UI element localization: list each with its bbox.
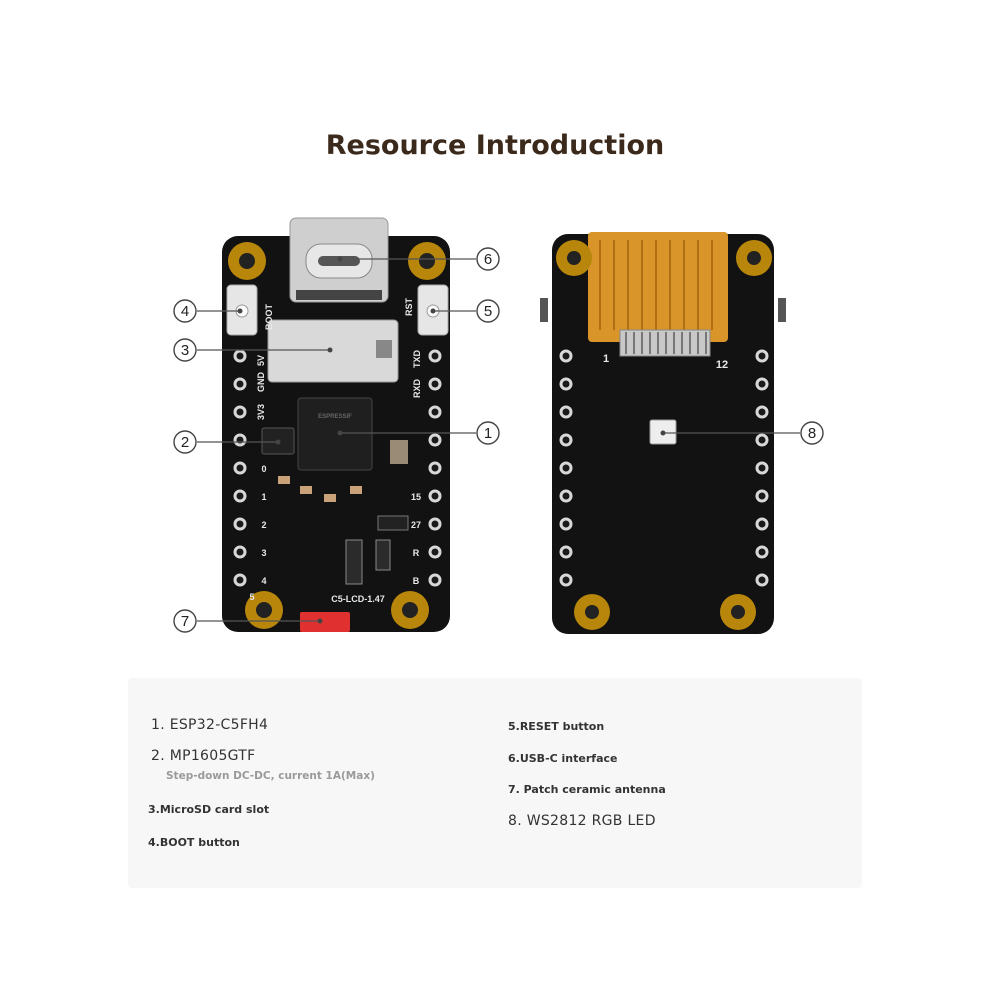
silk-fpc-1: 1 — [603, 353, 609, 365]
svg-text:ESPRESSIF: ESPRESSIF — [318, 414, 352, 420]
silk-pin-27: 27 — [411, 520, 421, 530]
silk-pin-4: 4 — [261, 576, 266, 586]
callout-3: 3 — [181, 342, 189, 359]
silk-gnd: GND — [256, 372, 266, 393]
silk-3v3: 3V3 — [256, 404, 266, 420]
feature-boot: 4.BOOT button — [148, 836, 240, 849]
silk-5v: 5V — [256, 355, 266, 366]
silk-pin-5: 5 — [249, 592, 254, 602]
callout-1: 1 — [484, 425, 492, 442]
callout-8: 8 — [808, 425, 816, 442]
callout-6: 6 — [484, 251, 492, 268]
callout-7: 7 — [181, 613, 189, 630]
silk-pin-15: 15 — [411, 492, 421, 502]
esp32-chip — [297, 397, 373, 471]
silk-boot: BOOT — [264, 303, 274, 330]
callout-5: 5 — [484, 303, 492, 320]
silk-pin-2: 2 — [261, 520, 266, 530]
feature-rgb-led: 8. WS2812 RGB LED — [508, 813, 656, 829]
feature-antenna: 7. Patch ceramic antenna — [508, 783, 666, 796]
silk-rst: RST — [404, 297, 414, 316]
silk-model: C5-LCD-1.47 — [331, 594, 385, 604]
feature-reset: 5.RESET button — [508, 720, 605, 733]
silk-pin-0: 0 — [261, 464, 266, 474]
page-title: Resource Introduction — [325, 130, 665, 161]
feature-usbc: 6.USB-C interface — [508, 752, 618, 765]
fpc-ribbon — [588, 232, 728, 342]
silk-fpc-12: 12 — [716, 359, 728, 371]
silk-pin-b: B — [413, 576, 420, 586]
ceramic-antenna — [300, 612, 350, 632]
feature-list-panel — [128, 678, 862, 888]
feature-mp1605-desc: Step-down DC-DC, current 1A(Max) — [166, 770, 375, 782]
silk-pin-3: 3 — [261, 548, 266, 558]
microsd-slot — [267, 319, 399, 383]
feature-esp32: 1. ESP32-C5FH4 — [151, 717, 269, 733]
front-board: ESPRESSIF BOOT RST 5V GND 3V3 RXD TXD 0 — [222, 217, 450, 632]
callout-2: 2 — [181, 434, 189, 451]
callout-4: 4 — [181, 303, 189, 320]
silk-pin-1: 1 — [261, 492, 266, 502]
silk-pin-r: R — [413, 548, 420, 558]
feature-mp1605: 2. MP1605GTF — [151, 748, 256, 764]
feature-microsd: 3.MicroSD card slot — [148, 803, 270, 816]
silk-txd: TXD — [412, 349, 422, 368]
silk-rxd: RXD — [412, 378, 422, 398]
